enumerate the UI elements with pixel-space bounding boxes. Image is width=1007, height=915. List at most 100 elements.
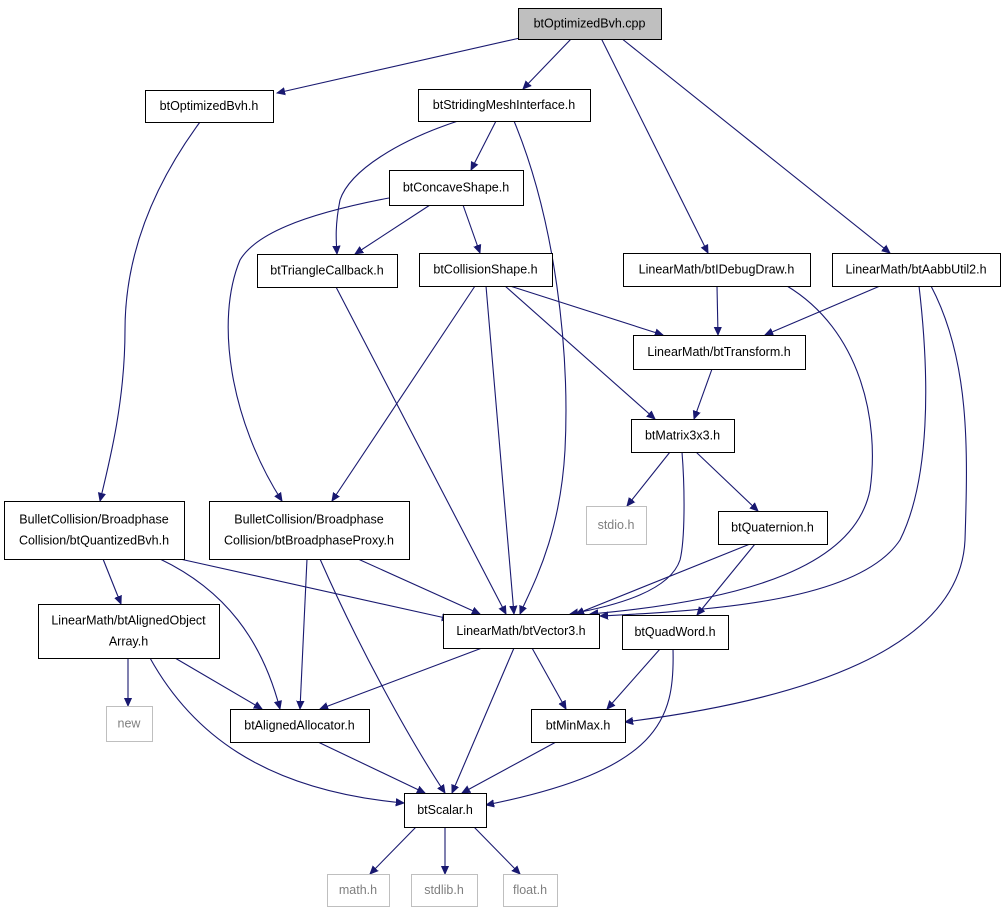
node-label: btMinMax.h — [546, 719, 611, 733]
node-optbvh_h[interactable]: btOptimizedBvh.h — [145, 90, 274, 123]
node-label: btConcaveShape.h — [403, 181, 509, 195]
node-label: math.h — [339, 883, 377, 897]
node-box[interactable] — [230, 709, 370, 743]
node-math[interactable]: math.h — [327, 874, 390, 907]
node-box[interactable] — [404, 793, 487, 828]
node-box[interactable] — [503, 874, 558, 907]
node-minmax[interactable]: btMinMax.h — [531, 709, 626, 743]
node-label: stdio.h — [598, 518, 635, 532]
node-label: btCollisionShape.h — [433, 263, 537, 277]
node-alloc[interactable]: btAlignedAllocator.h — [230, 709, 370, 743]
node-box[interactable] — [633, 335, 806, 370]
node-label: LinearMath/btAlignedObject — [51, 614, 206, 628]
edge-idebug-to-vector3 — [590, 285, 873, 614]
node-aabb[interactable]: LinearMath/btAabbUtil2.h — [832, 253, 1001, 287]
edge-collshape-to-vector3 — [485, 285, 514, 614]
node-stdlib[interactable]: stdlib.h — [411, 874, 478, 907]
node-box[interactable] — [4, 501, 185, 560]
edge-matrix-to-vector3 — [570, 451, 685, 614]
edge-concave-to-bproxy — [227, 197, 390, 501]
node-box[interactable] — [832, 253, 1001, 287]
edge-quadword-to-scalar — [486, 648, 674, 805]
edge-alignedarr-to-scalar — [149, 657, 404, 803]
node-box[interactable] — [209, 501, 410, 560]
edge-quantbvh-to-alignedarr — [102, 558, 121, 604]
node-box[interactable] — [38, 604, 220, 659]
node-box[interactable] — [419, 253, 553, 287]
node-quadword[interactable]: btQuadWord.h — [622, 615, 729, 650]
edge-root-to-aabb — [620, 37, 890, 253]
node-box[interactable] — [623, 253, 811, 287]
edge-aabb-to-vector3 — [600, 285, 927, 616]
node-box[interactable] — [106, 706, 153, 742]
node-tricb[interactable]: btTriangleCallback.h — [257, 254, 398, 288]
edge-layer — [100, 37, 967, 874]
node-box[interactable] — [631, 419, 735, 453]
edge-vector3-to-alloc — [320, 647, 483, 709]
node-stdio[interactable]: stdio.h — [586, 506, 647, 545]
edge-optbvh_h-to-quantbvh — [100, 121, 201, 501]
node-quantbvh[interactable]: BulletCollision/BroadphaseCollision/btQu… — [4, 501, 185, 560]
node-box[interactable] — [586, 506, 647, 545]
node-label: LinearMath/btVector3.h — [456, 624, 585, 638]
edge-aabb-to-transform — [765, 285, 881, 335]
node-scalar[interactable]: btScalar.h — [404, 793, 487, 828]
edge-collshape-to-bproxy — [332, 285, 476, 501]
edge-quantbvh-to-vector3 — [179, 558, 450, 619]
node-label: stdlib.h — [424, 883, 464, 897]
node-root[interactable]: btOptimizedBvh.cpp — [518, 8, 662, 40]
edge-bproxy-to-alloc — [300, 558, 308, 709]
node-box[interactable] — [257, 254, 398, 288]
node-idebug[interactable]: LinearMath/btIDebugDraw.h — [623, 253, 811, 287]
node-label: btQuaternion.h — [731, 521, 814, 535]
node-vector3[interactable]: LinearMath/btVector3.h — [443, 614, 600, 649]
node-label: btOptimizedBvh.cpp — [534, 17, 646, 31]
node-box[interactable] — [622, 615, 729, 650]
node-striding[interactable]: btStridingMeshInterface.h — [418, 89, 591, 122]
node-label: btTriangleCallback.h — [270, 264, 384, 278]
edge-minmax-to-scalar — [462, 741, 557, 793]
edge-concave-to-collshape — [462, 204, 480, 253]
node-label: BulletCollision/Broadphase — [19, 513, 168, 527]
edge-quantbvh-to-alloc — [159, 558, 280, 709]
edge-alignedarr-to-alloc — [174, 657, 262, 709]
node-matrix[interactable]: btMatrix3x3.h — [631, 419, 735, 453]
edge-vector3-to-minmax — [531, 647, 566, 709]
node-label: btAlignedAllocator.h — [244, 719, 355, 733]
edge-collshape-to-matrix — [504, 285, 655, 419]
node-label: BulletCollision/Broadphase — [234, 513, 383, 527]
node-box[interactable] — [418, 89, 591, 122]
node-label: btQuadWord.h — [634, 625, 715, 639]
node-box[interactable] — [411, 874, 478, 907]
node-box[interactable] — [531, 709, 626, 743]
node-collshape[interactable]: btCollisionShape.h — [419, 253, 553, 287]
node-quat[interactable]: btQuaternion.h — [718, 511, 828, 545]
node-new[interactable]: new — [106, 706, 153, 742]
node-bproxy[interactable]: BulletCollision/BroadphaseCollision/btBr… — [209, 501, 410, 560]
node-concave[interactable]: btConcaveShape.h — [389, 170, 524, 206]
edge-scalar-to-math — [370, 826, 417, 874]
node-box[interactable] — [145, 90, 274, 123]
edge-quat-to-vector3 — [576, 543, 751, 614]
edge-alloc-to-scalar — [317, 741, 425, 794]
edge-striding-to-vector3 — [513, 120, 567, 614]
edge-quat-to-quadword — [697, 543, 756, 615]
node-box[interactable] — [518, 8, 662, 40]
node-label: Collision/btQuantizedBvh.h — [19, 534, 169, 548]
edge-striding-to-tricb — [336, 120, 459, 254]
node-box[interactable] — [389, 170, 524, 206]
node-label: LinearMath/btIDebugDraw.h — [639, 263, 795, 277]
edge-matrix-to-stdio — [627, 451, 671, 506]
node-transform[interactable]: LinearMath/btTransform.h — [633, 335, 806, 370]
node-float[interactable]: float.h — [503, 874, 558, 907]
edge-idebug-to-transform — [717, 285, 718, 335]
edge-quadword-to-minmax — [607, 648, 661, 709]
node-box[interactable] — [443, 614, 600, 649]
node-box[interactable] — [327, 874, 390, 907]
node-box[interactable] — [718, 511, 828, 545]
node-layer: btOptimizedBvh.cpp btOptimizedBvh.h btStri… — [4, 8, 1001, 907]
edge-root-to-idebug — [600, 37, 708, 253]
node-label: new — [118, 717, 142, 731]
node-label: Array.h — [109, 635, 148, 649]
